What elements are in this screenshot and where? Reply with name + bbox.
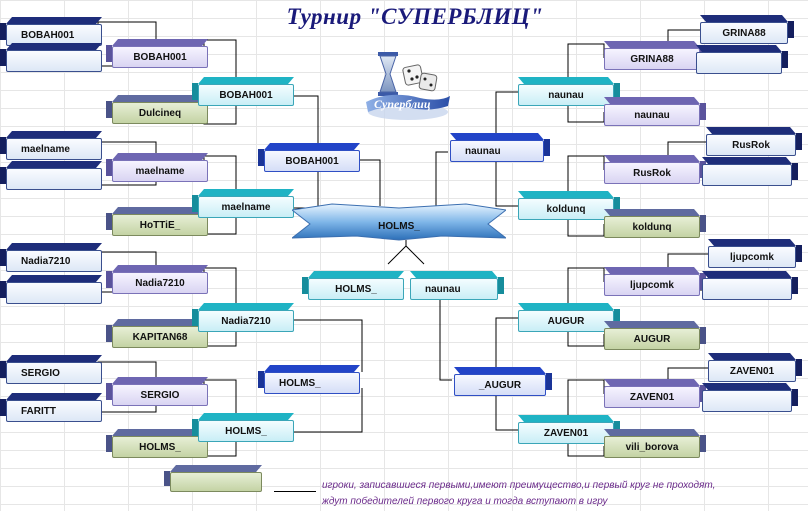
left-r1-slot-6[interactable] <box>0 282 102 304</box>
left-r2-slot-3[interactable]: maelname <box>106 160 208 182</box>
right-semifinal-slot[interactable]: naunau <box>410 278 504 300</box>
right-r4-slot-2[interactable]: _AUGUR <box>454 374 552 396</box>
final-winner-banner <box>292 203 506 241</box>
left-r4-slot-1[interactable]: BOBAH001 <box>258 150 360 172</box>
left-r1-slot-1[interactable]: BOBAH001 <box>0 24 102 46</box>
right-r2-slot-8[interactable]: vili_borova <box>604 436 706 458</box>
right-r2-slot-7[interactable]: ZAVEN01 <box>604 386 706 408</box>
right-r2-slot-6[interactable]: AUGUR <box>604 328 706 350</box>
left-r2-slot-4[interactable]: HoTTiE_ <box>106 214 208 236</box>
right-r3-slot-4[interactable]: ZAVEN01 <box>518 422 620 444</box>
right-r1-slot-2[interactable] <box>696 52 788 74</box>
left-r2-slot-5[interactable]: Nadia7210 <box>106 272 208 294</box>
logo-text: Суперблиц <box>374 97 431 111</box>
superblitz-logo: Суперблиц <box>366 52 450 120</box>
left-r3-slot-1[interactable]: BOBAH001 <box>192 84 294 106</box>
right-r1-slot-8[interactable] <box>702 390 798 412</box>
footnote-line-1: игроки, записавшиеся первыми,имеют преим… <box>322 480 716 491</box>
left-r2-slot-1[interactable]: BOBAH001 <box>106 46 208 68</box>
left-r2-slot-7[interactable]: SERGIO <box>106 384 208 406</box>
right-r4-slot-1[interactable]: naunau <box>450 140 550 162</box>
left-r2-slot-2[interactable]: Dulcineq <box>106 102 208 124</box>
final-winner-name: HOLMS_ <box>378 221 420 232</box>
right-r2-slot-4[interactable]: koldunq <box>604 216 706 238</box>
right-r3-slot-2[interactable]: koldunq <box>518 198 620 220</box>
left-r1-slot-8[interactable]: FARITT <box>0 400 102 422</box>
right-r2-slot-5[interactable]: ljupcomk <box>604 274 706 296</box>
left-r2-slot-8[interactable]: HOLMS_ <box>106 436 208 458</box>
left-semifinal-slot[interactable]: HOLMS_ <box>302 278 404 300</box>
right-r3-slot-1[interactable]: naunau <box>518 84 620 106</box>
footnote-underline <box>274 491 316 492</box>
right-r1-slot-6[interactable] <box>702 278 798 300</box>
left-r2-slot-6[interactable]: KAPITAN68 <box>106 326 208 348</box>
left-r1-slot-3[interactable]: maelname <box>0 138 102 160</box>
right-r2-slot-1[interactable]: GRINA88 <box>604 48 706 70</box>
right-r2-slot-2[interactable]: naunau <box>604 104 706 126</box>
right-r1-slot-5[interactable]: ljupcomk <box>708 246 802 268</box>
page-title: Турнир "СУПЕРБЛИЦ" <box>286 4 544 29</box>
left-r1-slot-7[interactable]: SERGIO <box>0 362 102 384</box>
right-r1-slot-1[interactable]: GRINA88 <box>700 22 794 44</box>
right-r1-slot-7[interactable]: ZAVEN01 <box>708 360 802 382</box>
left-r3-slot-2[interactable]: maelname <box>192 196 294 218</box>
right-r2-slot-3[interactable]: RusRok <box>604 162 706 184</box>
right-r1-slot-4[interactable] <box>702 164 798 186</box>
left-r3-slot-4[interactable]: HOLMS_ <box>192 420 294 442</box>
left-r3-slot-3[interactable]: Nadia7210 <box>192 310 294 332</box>
left-r1-slot-2[interactable] <box>0 50 102 72</box>
left-r1-slot-4[interactable] <box>0 168 102 190</box>
extra-empty-slot[interactable] <box>164 472 262 492</box>
footnote-line-2: ждут победителей первого круга и тогда в… <box>322 496 608 507</box>
right-r3-slot-3[interactable]: AUGUR <box>518 310 620 332</box>
left-r4-slot-2[interactable]: HOLMS_ <box>258 372 360 394</box>
right-r1-slot-3[interactable]: RusRok <box>706 134 802 156</box>
left-r1-slot-5[interactable]: Nadia7210 <box>0 250 102 272</box>
